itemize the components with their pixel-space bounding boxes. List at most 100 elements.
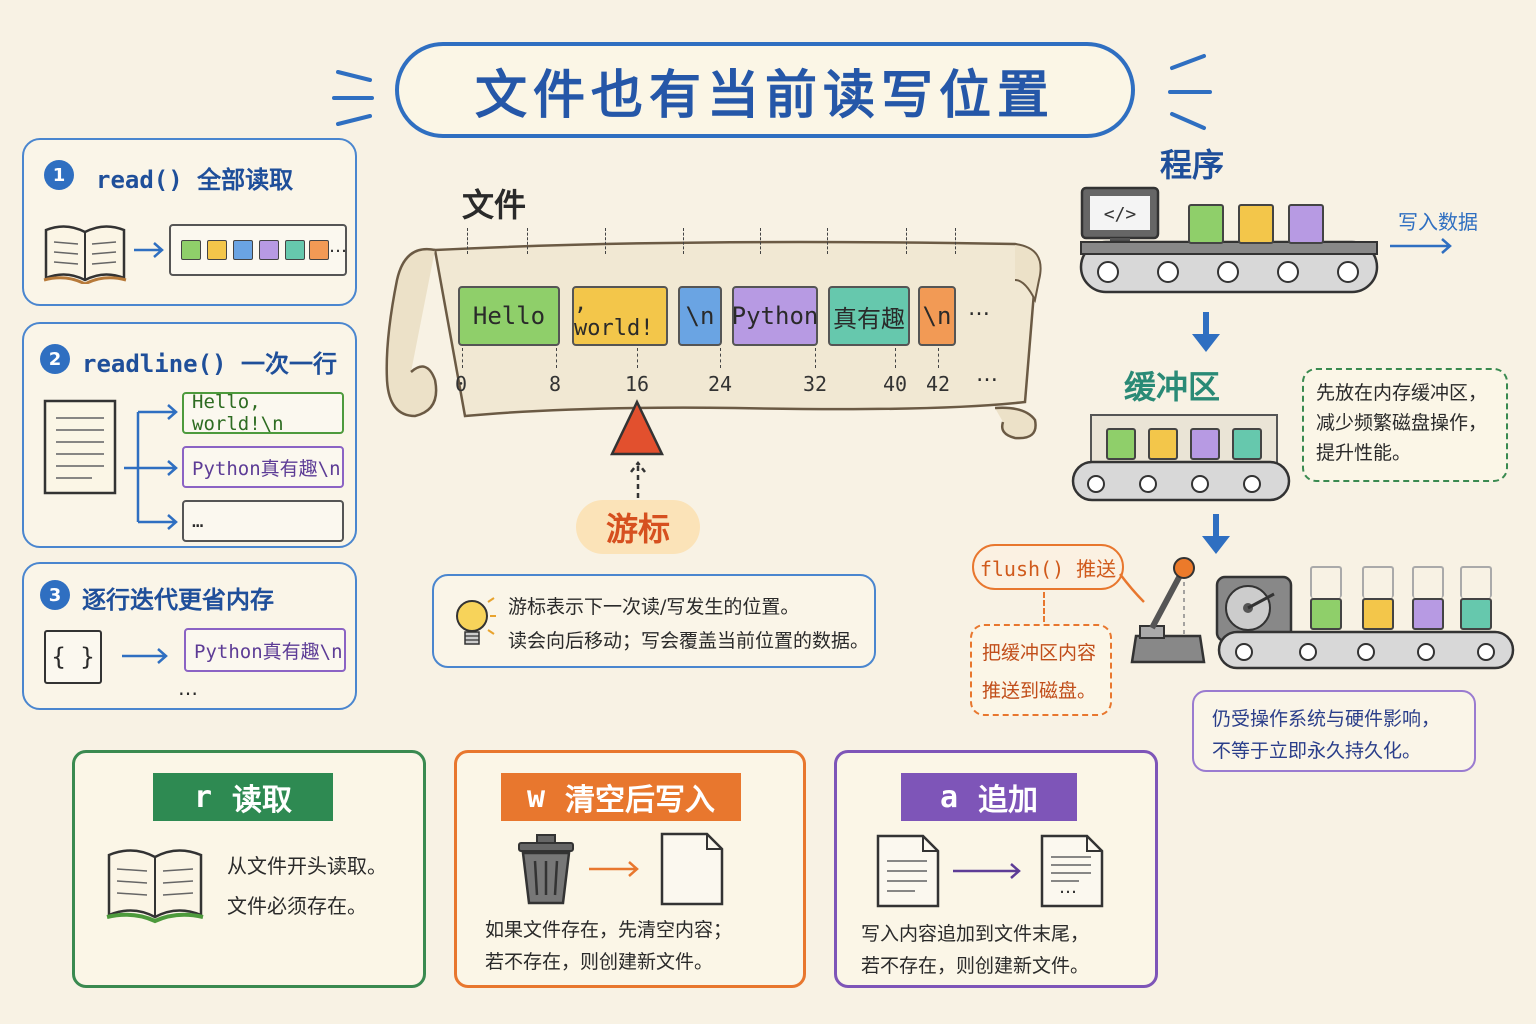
program-label: 程序 xyxy=(1160,146,1225,184)
flush-bubble: flush() 推送 xyxy=(972,544,1124,590)
scroll-ellipsis: … xyxy=(968,296,990,321)
page-title: 文件也有当前读写位置 xyxy=(474,65,1055,126)
disk-block-teal xyxy=(1460,598,1492,630)
top-tick xyxy=(605,228,606,254)
char-block xyxy=(309,240,329,260)
tick-label: 8 xyxy=(549,372,562,396)
buffer-block-yellow xyxy=(1148,428,1178,460)
cursor-arrow-icon xyxy=(628,458,648,504)
write-data-label: 写入数据 xyxy=(1398,210,1478,234)
flush-bubble-tail-icon xyxy=(1118,570,1148,610)
mode-a-header: a 追加 xyxy=(901,773,1077,821)
tick-label: 24 xyxy=(708,372,733,396)
disk-conveyor-icon xyxy=(1216,628,1516,676)
lever-icon xyxy=(1122,554,1212,670)
disk-block-yellow xyxy=(1362,598,1394,630)
bottom-tick xyxy=(462,348,463,368)
char-block xyxy=(259,240,279,260)
iter-line-box: Python真有趣\n xyxy=(184,628,346,672)
top-tick xyxy=(955,228,956,254)
mode-r-name: 读取 xyxy=(232,783,293,818)
title-decoration-left xyxy=(330,58,390,142)
tick-label: 0 xyxy=(455,372,468,396)
mode-a-key: a xyxy=(939,779,959,815)
cursor-label: 游标 xyxy=(576,500,700,554)
readline-title: readline() 一次一行 xyxy=(82,350,337,378)
ellipsis: … xyxy=(178,676,198,700)
mode-r-card: r 读取 从文件开头读取。 文件必须存在。 xyxy=(72,750,426,988)
segment-newline-1: \n xyxy=(678,286,722,346)
arrow-right-icon xyxy=(120,646,172,670)
flush-note-line: 把缓冲区内容 xyxy=(982,642,1097,664)
buffer-block-teal xyxy=(1232,428,1262,460)
blank-document-icon xyxy=(659,831,725,911)
appended-document-icon xyxy=(1039,833,1105,913)
mode-a-line: 若不存在，则创建新文件。 xyxy=(861,955,1090,977)
tick-ellipsis: … xyxy=(976,362,998,387)
data-block-purple xyxy=(1288,204,1324,244)
char-block xyxy=(207,240,227,260)
os-note: 仍受操作系统与硬件影响， 不等于立即永久持久化。 xyxy=(1192,690,1476,772)
write-arrow-icon xyxy=(1388,236,1458,260)
readline-panel: 2 readline() 一次一行 Hello, world!\n Python… xyxy=(22,322,357,548)
arrow-right-icon xyxy=(951,861,1025,885)
program-conveyor-icon xyxy=(1078,236,1383,302)
arrow-right-icon xyxy=(587,859,643,883)
branch-arrows-icon xyxy=(122,394,182,538)
top-tick xyxy=(760,228,761,254)
brace-text: { } xyxy=(51,643,95,671)
mode-w-line: 若不存在，则创建新文件。 xyxy=(485,951,714,973)
ellipsis: … xyxy=(329,236,347,257)
doc-ellipsis: … xyxy=(1059,877,1077,898)
bottom-tick xyxy=(895,348,896,368)
iterate-title: 逐行迭代更省内存 xyxy=(82,586,274,614)
line-box-2: Python真有趣\n xyxy=(182,446,344,488)
title-banner: 文件也有当前读写位置 xyxy=(395,42,1135,138)
document-icon xyxy=(42,398,118,500)
tick-label: 42 xyxy=(926,372,951,396)
bottom-tick xyxy=(720,348,721,368)
disk-slot-empty xyxy=(1362,566,1394,598)
mode-r-header: r 读取 xyxy=(153,773,333,821)
char-block xyxy=(285,240,305,260)
tick-label: 16 xyxy=(625,372,650,396)
bottom-tick xyxy=(815,348,816,368)
step-number-1: 1 xyxy=(44,160,74,190)
arrow-right-icon xyxy=(132,240,166,264)
disk-block-green xyxy=(1310,598,1342,630)
segment-newline-2: \n xyxy=(918,286,956,346)
document-icon xyxy=(875,833,941,913)
data-block-green xyxy=(1188,204,1224,244)
buffer-note-line: 先放在内存缓冲区， xyxy=(1316,382,1488,404)
read-all-title: read() 全部读取 xyxy=(96,166,294,194)
top-tick xyxy=(683,228,684,254)
segment-python: Python xyxy=(732,286,818,346)
read-all-panel: 1 read() 全部读取 … xyxy=(22,138,357,306)
iterate-panel: 3 逐行迭代更省内存 { } Python真有趣\n … xyxy=(22,562,357,710)
os-note-line: 不等于立即永久持久化。 xyxy=(1212,740,1422,762)
data-block-yellow xyxy=(1238,204,1274,244)
cursor-triangle-icon xyxy=(608,398,666,464)
mode-a-line: 写入内容追加到文件末尾， xyxy=(861,923,1090,945)
trash-can-icon xyxy=(513,831,579,911)
code-brace-icon: { } xyxy=(44,630,102,684)
mode-w-line: 如果文件存在，先清空内容； xyxy=(485,919,733,941)
line-box-3: … xyxy=(182,500,344,542)
bottom-tick xyxy=(637,348,638,368)
char-block xyxy=(233,240,253,260)
bottom-tick xyxy=(556,348,557,368)
top-tick xyxy=(527,228,528,254)
tick-label: 32 xyxy=(803,372,828,396)
cursor-note: 游标表示下一次读/写发生的位置。 读会向后移动；写会覆盖当前位置的数据。 xyxy=(432,574,876,668)
svg-text:</>: </> xyxy=(1104,204,1137,225)
segment-zhenyouqu: 真有趣 xyxy=(828,286,910,346)
step-number-2: 2 xyxy=(40,344,70,374)
open-book-icon xyxy=(105,845,205,929)
down-arrow-icon xyxy=(1198,512,1234,562)
step-number-3: 3 xyxy=(40,580,70,610)
mode-w-card: w 清空后写入 如果文件存在，先清空内容； 若不存在，则创建新文件。 xyxy=(454,750,806,988)
file-label: 文件 xyxy=(462,186,527,224)
buffer-note: 先放在内存缓冲区， 减少频繁磁盘操作， 提升性能。 xyxy=(1302,368,1508,482)
buffer-label: 缓冲区 xyxy=(1124,368,1221,406)
os-note-line: 仍受操作系统与硬件影响， xyxy=(1212,708,1441,730)
